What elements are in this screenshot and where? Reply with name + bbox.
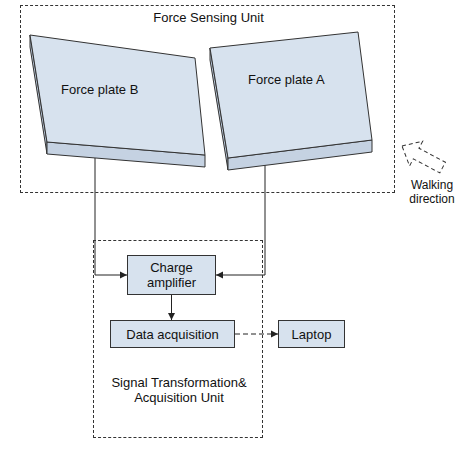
connector — [168, 295, 175, 320]
node-label: Laptop — [288, 327, 336, 342]
connector — [95, 158, 127, 279]
process-box: Laptop — [278, 320, 345, 348]
group-box: Force Sensing UnitForce plate B Force pla… — [20, 5, 395, 193]
plate-outline — [200, 28, 380, 173]
node-label: Charge amplifier — [128, 260, 215, 290]
force-plate: Force plate A — [200, 28, 380, 173]
process-box: Data acquisition — [110, 320, 235, 348]
walking-arrow — [395, 134, 449, 180]
process-box: Charge amplifier — [127, 255, 216, 295]
group-box: Signal Transformation& Acquisition Unit C… — [93, 240, 263, 438]
force-plate: Force plate B — [25, 30, 210, 170]
connector — [235, 331, 278, 338]
plate-outline — [25, 30, 210, 170]
node-label: Data acquisition — [122, 327, 223, 342]
group-title: Force Sensing Unit — [21, 10, 396, 25]
connector — [216, 165, 265, 279]
group-title: Signal Transformation& Acquisition Unit — [104, 375, 254, 405]
node-label: Force plate B — [61, 82, 171, 97]
node-label: Force plate A — [248, 72, 358, 87]
direction-label: Walking direction — [400, 178, 464, 206]
